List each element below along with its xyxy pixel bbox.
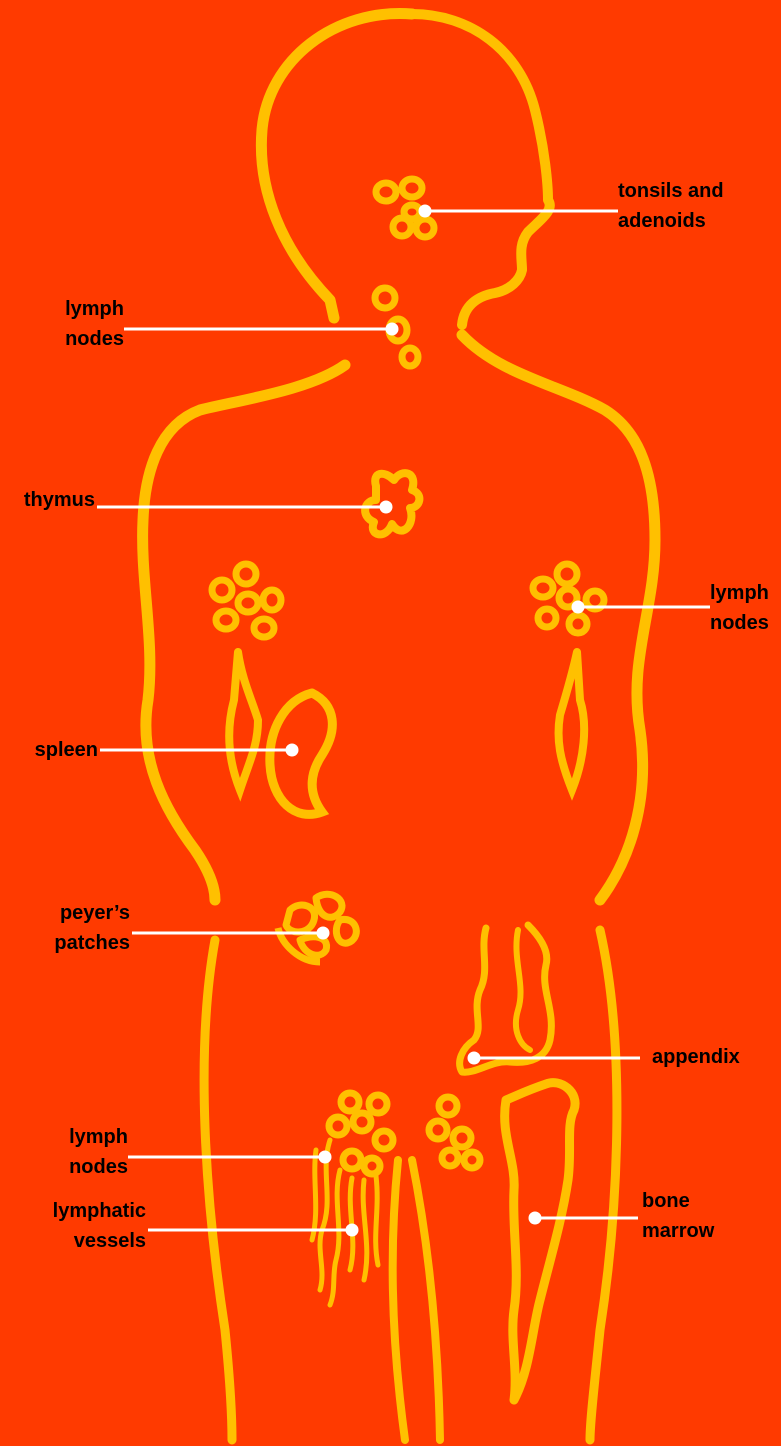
thymus-leader-dot xyxy=(381,502,391,512)
label-line: spleen xyxy=(0,735,98,765)
tonsils-leader-dot xyxy=(420,206,430,216)
label-line: tonsils and xyxy=(618,176,724,206)
label-line: lymphatic xyxy=(0,1196,146,1226)
label-line: nodes xyxy=(20,324,124,354)
label-line: adenoids xyxy=(618,206,724,236)
groin-nodes-leader-dot xyxy=(320,1152,330,1162)
lymphatic-vessels-leader-dot xyxy=(347,1225,357,1235)
label-line: appendix xyxy=(652,1042,740,1072)
label-neck-lymph-nodes: lymph nodes xyxy=(20,294,124,354)
label-line: lymph xyxy=(710,578,769,608)
label-line: patches xyxy=(20,928,130,958)
label-line: lymph xyxy=(20,294,124,324)
neck-nodes-leader-dot xyxy=(387,324,397,334)
label-line: lymph xyxy=(20,1122,128,1152)
label-lymphatic-vessels: lymphatic vessels xyxy=(0,1196,146,1256)
label-line: vessels xyxy=(0,1226,146,1256)
label-appendix: appendix xyxy=(652,1042,740,1072)
label-groin-lymph-nodes: lymph nodes xyxy=(20,1122,128,1182)
peyers-leader-dot xyxy=(318,928,328,938)
label-line: peyer’s xyxy=(20,898,130,928)
armpit-nodes-leader-dot xyxy=(573,602,583,612)
bone-marrow-leader-dot xyxy=(530,1213,540,1223)
label-thymus: thymus xyxy=(0,485,95,515)
label-line: nodes xyxy=(710,608,769,638)
label-bone-marrow: bone marrow xyxy=(642,1186,714,1246)
label-line: bone xyxy=(642,1186,714,1216)
appendix-leader-dot xyxy=(469,1053,479,1063)
label-line: marrow xyxy=(642,1216,714,1246)
vessel xyxy=(376,1176,378,1265)
label-line: thymus xyxy=(0,485,95,515)
label-peyers-patches: peyer’s patches xyxy=(20,898,130,958)
label-spleen: spleen xyxy=(0,735,98,765)
label-tonsils-and-adenoids: tonsils and adenoids xyxy=(618,176,724,236)
label-line: nodes xyxy=(20,1152,128,1182)
spleen-leader-dot xyxy=(287,745,297,755)
label-armpit-lymph-nodes: lymph nodes xyxy=(710,578,769,638)
